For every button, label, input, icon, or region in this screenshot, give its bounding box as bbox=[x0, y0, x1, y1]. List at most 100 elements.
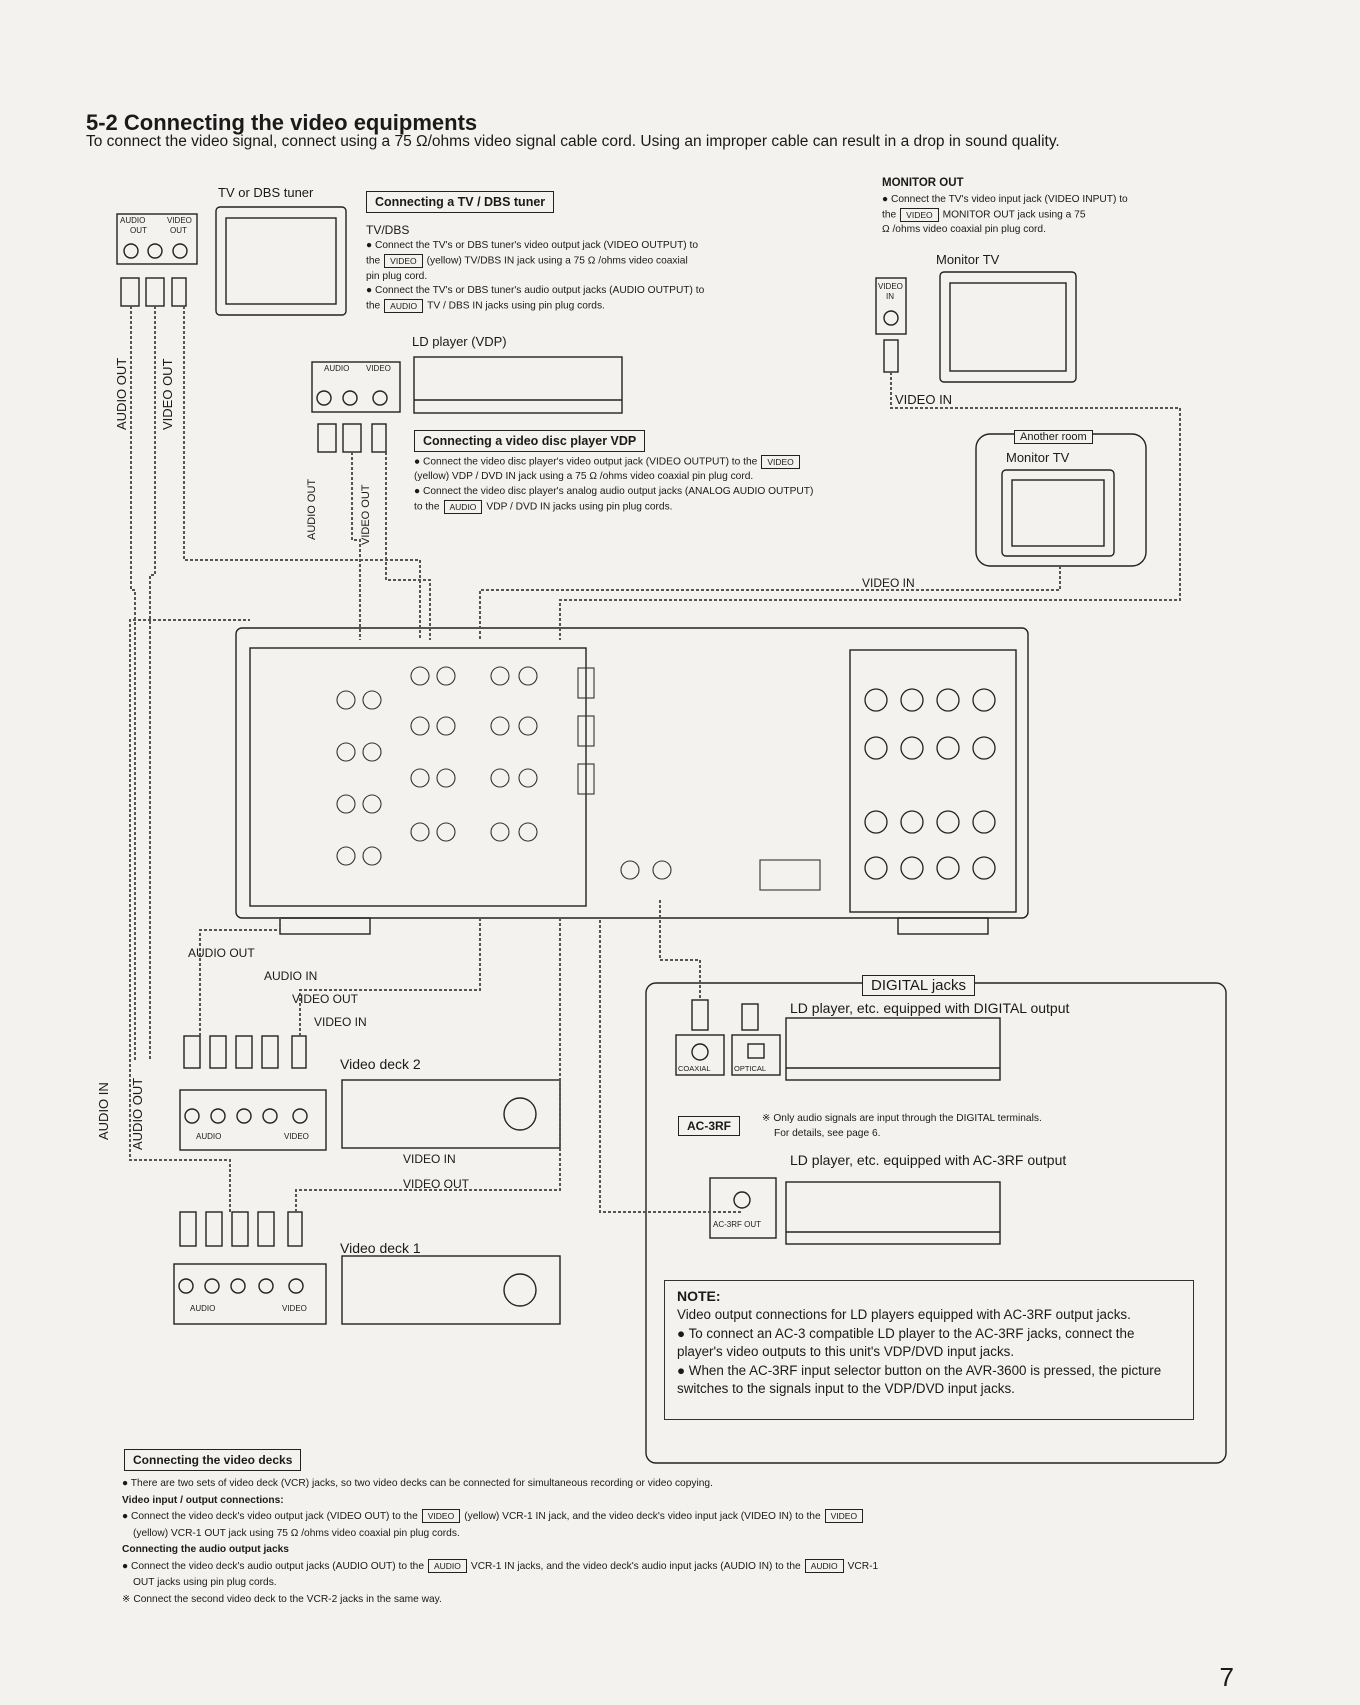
vdp-box-title: Connecting a video disc player VDP bbox=[414, 430, 646, 452]
deck-audio-in-label: AUDIO IN bbox=[264, 969, 318, 983]
digital-notes: ※ Only audio signals are input through t… bbox=[762, 1112, 1162, 1142]
bottom-h1: Video input / output connections: bbox=[122, 1494, 284, 1506]
tv-dbs-line3: pin plug cord. bbox=[366, 270, 428, 282]
another-monitor-tv-label: Monitor TV bbox=[1006, 450, 1070, 465]
jack-out-label: OUT bbox=[130, 226, 147, 235]
monitor-tv-icon bbox=[939, 271, 1077, 383]
bottom-l2-mid: (yellow) VCR-1 IN jack, and the video de… bbox=[464, 1511, 821, 1523]
tv-dbs-subtitle: TV/DBS bbox=[366, 223, 410, 237]
bottom-l3: (yellow) VCR-1 OUT jack using 75 Ω /ohms… bbox=[133, 1527, 460, 1539]
video-decks-box-title: Connecting the video decks bbox=[124, 1449, 302, 1471]
another-monitor-tv-icon bbox=[1001, 469, 1115, 557]
bottom-l5: OUT jacks using pin plug cords. bbox=[133, 1577, 277, 1589]
ld-player-vdp-icon bbox=[413, 356, 623, 414]
intro-text: To connect the video signal, connect usi… bbox=[86, 133, 1060, 150]
video-deck-2-icon bbox=[341, 1079, 561, 1149]
vdp-line3: ● Connect the video disc player's analog… bbox=[414, 486, 814, 498]
tv-dbs-line4: ● Connect the TV's or DBS tuner's audio … bbox=[366, 285, 705, 297]
monitor-video-in-jack bbox=[875, 277, 907, 335]
tv-dbs-line2-post: (yellow) TV/DBS IN jack using a 75 Ω /oh… bbox=[426, 255, 688, 267]
another-video-in-label: VIDEO IN bbox=[862, 576, 915, 590]
ld-player-vdp-label: LD player (VDP) bbox=[412, 334, 507, 349]
tv-dbs-line2-pre: the bbox=[366, 255, 381, 267]
video-deck-1-jack-panel bbox=[173, 1263, 327, 1325]
tv-audio-out-label: AUDIO OUT bbox=[114, 357, 129, 430]
ld-digital-label: LD player, etc. equipped with DIGITAL ou… bbox=[790, 1000, 1070, 1016]
monitor-tag-video: VIDEO bbox=[900, 207, 939, 222]
monitor-line1: ● Connect the TV's video input jack (VID… bbox=[882, 194, 1128, 205]
bottom-l2-pre: ● Connect the video deck's video output … bbox=[122, 1511, 418, 1523]
vdp-audio-out-label: AUDIO OUT bbox=[306, 478, 318, 540]
tv-dbs-box-title: Connecting a TV / DBS tuner bbox=[366, 191, 555, 213]
vdp-line4-pre: to the bbox=[414, 501, 440, 513]
tv-video-out-label: VIDEO OUT bbox=[160, 358, 175, 430]
bottom-h2: Connecting the audio output jacks bbox=[122, 1544, 289, 1556]
vdp-tag-video: VIDEO bbox=[761, 455, 800, 469]
monitor-line3: Ω /ohms video coaxial pin plug cord. bbox=[882, 224, 1046, 236]
optical-label: OPTICAL bbox=[734, 1064, 767, 1073]
note-title: NOTE: bbox=[677, 1288, 721, 1304]
deck-video-out-label: VIDEO OUT bbox=[292, 992, 359, 1006]
vdp-line2: (yellow) VDP / DVD IN jack using a 75 Ω … bbox=[414, 471, 754, 483]
left-audio-out-label: AUDIO OUT bbox=[130, 1077, 145, 1150]
bottom-l4-mid: VCR-1 IN jacks, and the video deck's aud… bbox=[470, 1560, 801, 1572]
jack-audio-label: AUDIO bbox=[120, 216, 146, 225]
bottom-tag-audio-2: AUDIO bbox=[804, 1558, 844, 1573]
bottom-tag-audio: AUDIO bbox=[427, 1558, 467, 1573]
jack-video-label: VIDEO bbox=[167, 216, 192, 225]
tv-dbs-jack-panel bbox=[116, 213, 198, 265]
note-p3: ● When the AC-3RF input selector button … bbox=[677, 1362, 1162, 1397]
deck2-video-out-label: VIDEO OUT bbox=[403, 1177, 470, 1191]
vdp-line4-post: VDP / DVD IN jacks using pin plug cords. bbox=[486, 501, 673, 513]
ac3rf-tag: AC-3RF bbox=[678, 1116, 740, 1136]
deck1-video-sub: VIDEO bbox=[282, 1304, 307, 1313]
vdp-instructions: ● Connect the video disc player's video … bbox=[414, 455, 934, 516]
monitor-line2-pre: the bbox=[882, 209, 897, 221]
coaxial-label: COAXIAL bbox=[678, 1064, 711, 1073]
tv-dbs-tuner-icon bbox=[215, 206, 347, 316]
monitor-video-in-label: VIDEO IN bbox=[895, 392, 953, 407]
monitor-out-title: MONITOR OUT bbox=[882, 177, 964, 189]
deck-video-in-label: VIDEO IN bbox=[314, 1015, 367, 1029]
monitor-instructions: ● Connect the TV's video input jack (VID… bbox=[882, 193, 1192, 238]
bottom-tag-video: VIDEO bbox=[421, 1509, 461, 1524]
bottom-l4-post: VCR-1 bbox=[847, 1560, 879, 1572]
monitor-jack-video-label: VIDEO bbox=[878, 282, 903, 291]
deck2-video-in-label: VIDEO IN bbox=[403, 1152, 456, 1166]
bottom-l4-pre: ● Connect the video deck's audio output … bbox=[122, 1560, 424, 1572]
video-deck-2-jack-panel bbox=[179, 1089, 327, 1151]
jack-out-label-2: OUT bbox=[170, 226, 187, 235]
ld-ac3rf-icon bbox=[785, 1181, 1001, 1245]
bottom-l2: ● Connect the video deck's video output … bbox=[122, 1509, 1222, 1526]
bottom-l6: ※ Connect the second video deck to the V… bbox=[122, 1593, 442, 1605]
tv-dbs-instructions: TV/DBS ● Connect the TV's or DBS tuner's… bbox=[366, 222, 836, 315]
section-heading: 5-2 Connecting the video equipments bbox=[86, 110, 478, 135]
monitor-tv-label: Monitor TV bbox=[936, 252, 1000, 267]
tag-audio: AUDIO bbox=[384, 299, 424, 314]
bottom-tag-video-2: VIDEO bbox=[824, 1509, 864, 1524]
ld-ac3rf-label: LD player, etc. equipped with AC-3RF out… bbox=[790, 1152, 1067, 1168]
deck2-video-sub: VIDEO bbox=[284, 1132, 309, 1141]
vdp-jack-audio-label: AUDIO bbox=[324, 364, 350, 373]
video-deck-2-label: Video deck 2 bbox=[340, 1056, 421, 1072]
monitor-line2-post: MONITOR OUT jack using a 75 bbox=[942, 209, 1086, 221]
vdp-tag-audio: AUDIO bbox=[443, 500, 483, 515]
tv-dbs-line5-post: TV / DBS IN jacks using pin plug cords. bbox=[427, 300, 605, 312]
vdp-jack-video-label: VIDEO bbox=[366, 364, 391, 373]
vdp-line1-pre: ● Connect the video disc player's video … bbox=[414, 456, 758, 468]
tv-dbs-line5-pre: the bbox=[366, 300, 381, 312]
vdp-line1: ● Connect the video disc player's video … bbox=[414, 455, 934, 470]
video-deck-1-icon bbox=[341, 1255, 561, 1325]
video-deck-1-label: Video deck 1 bbox=[340, 1240, 421, 1256]
another-room-tag: Another room bbox=[1014, 430, 1093, 444]
deck-audio-out-label: AUDIO OUT bbox=[188, 946, 255, 960]
note-p2: ● To connect an AC-3 compatible LD playe… bbox=[677, 1325, 1135, 1360]
note-p1: Video output connections for LD players … bbox=[677, 1307, 1131, 1323]
tv-dbs-device-label: TV or DBS tuner bbox=[218, 185, 314, 200]
vdp-video-out-label: VIDEO OUT bbox=[360, 484, 372, 545]
ac3rf-out-label: AC-3RF OUT bbox=[713, 1220, 761, 1229]
